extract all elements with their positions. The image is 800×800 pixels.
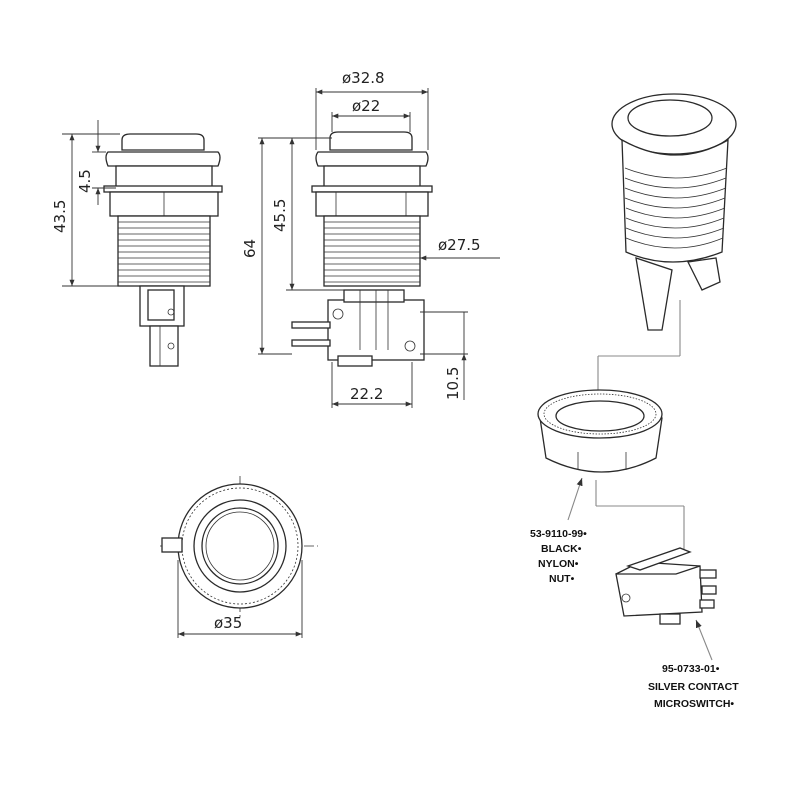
- thread-lines-middle: [324, 221, 420, 283]
- side-view-middle: ø32.8 ø22 64 45.5 ø27.5 22.2 10.5: [241, 69, 500, 408]
- dim-diameter-22: ø22: [352, 97, 380, 115]
- microswitch-type-label: MICROSWITCH•: [654, 698, 734, 710]
- button-3d-illustration: [611, 93, 737, 331]
- dim-diameter-32-8: ø32.8: [342, 69, 385, 87]
- dim-diameter-35: ø35: [214, 614, 242, 632]
- microswitch-part-number: 95-0733-01•: [662, 663, 720, 675]
- nut-material-label: NYLON•: [538, 558, 579, 570]
- thread-lines-left: [118, 221, 210, 283]
- dim-width-22-2: 22.2: [350, 385, 383, 403]
- dim-diameter-27-5: ø27.5: [438, 236, 481, 254]
- nut-illustration: 53-9110-99• BLACK• NYLON• NUT•: [530, 300, 681, 585]
- nut-part-number: 53-9110-99•: [530, 528, 587, 540]
- dim-height-4-5: 4.5: [76, 169, 94, 193]
- top-view: ø35: [160, 476, 318, 638]
- dim-height-45-5: 45.5: [271, 199, 289, 232]
- microswitch-contact-label: SILVER CONTACT: [648, 681, 739, 693]
- nut-color-label: BLACK•: [541, 543, 582, 555]
- microswitch-illustration: 95-0733-01• SILVER CONTACT MICROSWITCH•: [595, 480, 739, 710]
- dim-height-43-5: 43.5: [51, 200, 69, 233]
- thread-lines-3d: [624, 167, 728, 249]
- dim-height-64: 64: [241, 239, 259, 258]
- side-view-left: 43.5 4.5: [51, 120, 223, 367]
- nut-type-label: NUT•: [549, 573, 575, 585]
- dim-height-10-5: 10.5: [444, 367, 462, 400]
